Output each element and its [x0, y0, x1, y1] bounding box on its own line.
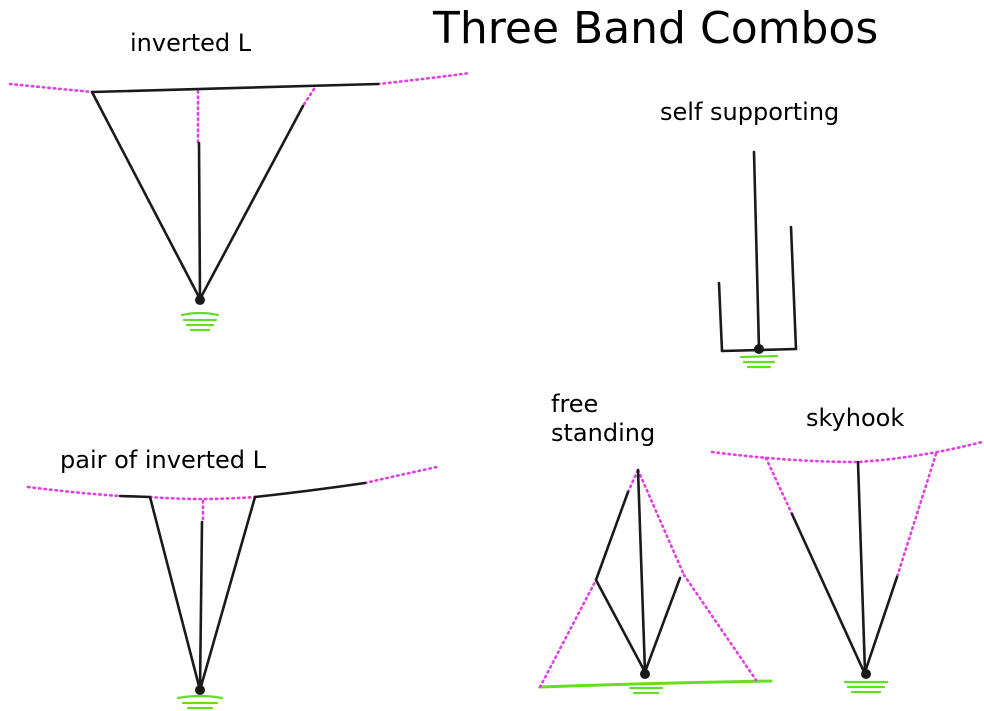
extension-top-left-dotted — [626, 468, 640, 494]
label-pair-of-inverted-l: pair of inverted L — [60, 446, 266, 474]
right-wire — [198, 495, 257, 692]
top-line-dotted — [710, 440, 984, 464]
right-wire — [863, 575, 899, 674]
feedpoint-dot-icon — [754, 344, 764, 354]
top-wire-left — [118, 494, 152, 499]
extension-top-right-dotted — [636, 468, 686, 577]
right-element — [789, 225, 798, 351]
extension-left-dotted — [764, 456, 794, 516]
upper-left-wire — [594, 490, 630, 582]
feedpoint-dot-icon — [195, 685, 205, 695]
center-wire — [197, 141, 202, 301]
top-wire-right — [253, 481, 367, 499]
extension-right-dotted — [376, 71, 472, 86]
extension-diagonal-dotted — [301, 87, 316, 108]
feedpoint-dot-icon — [861, 669, 871, 679]
ground-radial-line — [538, 679, 773, 689]
diagram-inverted-l — [8, 71, 472, 332]
center-wire — [636, 468, 647, 674]
left-element — [717, 281, 724, 353]
right-wire — [643, 576, 682, 674]
diagram-pair-of-inverted-l — [26, 465, 439, 710]
center-element — [752, 150, 761, 351]
left-wire — [594, 578, 647, 674]
ground-icon — [739, 354, 779, 369]
ground-icon — [628, 686, 664, 695]
diagram-free-standing — [538, 468, 773, 695]
extension-right-dotted — [895, 452, 938, 579]
label-free-standing-line1: free — [551, 390, 599, 418]
feedpoint-dot-icon — [640, 669, 650, 679]
ground-icon — [176, 694, 224, 710]
extension-left-dotted — [8, 82, 94, 94]
ground-icon — [843, 680, 889, 694]
label-inverted-l: inverted L — [130, 29, 252, 57]
label-self-supporting: self supporting — [660, 98, 840, 126]
page-title: Three Band Combos — [433, 3, 879, 54]
left-wire — [790, 512, 866, 674]
diagram-skyhook — [710, 440, 984, 694]
center-wire — [198, 520, 204, 692]
extension-right-dotted — [682, 573, 758, 682]
label-free-standing-line2: standing — [551, 418, 656, 447]
left-wire — [148, 495, 202, 692]
right-wire — [198, 104, 305, 301]
label-free-standing: free standing — [551, 390, 655, 448]
extension-left-dotted — [538, 578, 598, 689]
diagram-self-supporting — [717, 150, 798, 369]
center-wire — [856, 460, 867, 674]
top-wire — [90, 82, 380, 94]
label-skyhook: skyhook — [806, 404, 905, 432]
extension-right-dotted — [363, 465, 439, 485]
left-wire — [90, 90, 202, 301]
extension-middle-dotted — [148, 495, 257, 501]
extension-left-dotted — [26, 485, 122, 498]
feedpoint-dot-icon — [195, 295, 205, 305]
ground-icon — [180, 311, 220, 332]
